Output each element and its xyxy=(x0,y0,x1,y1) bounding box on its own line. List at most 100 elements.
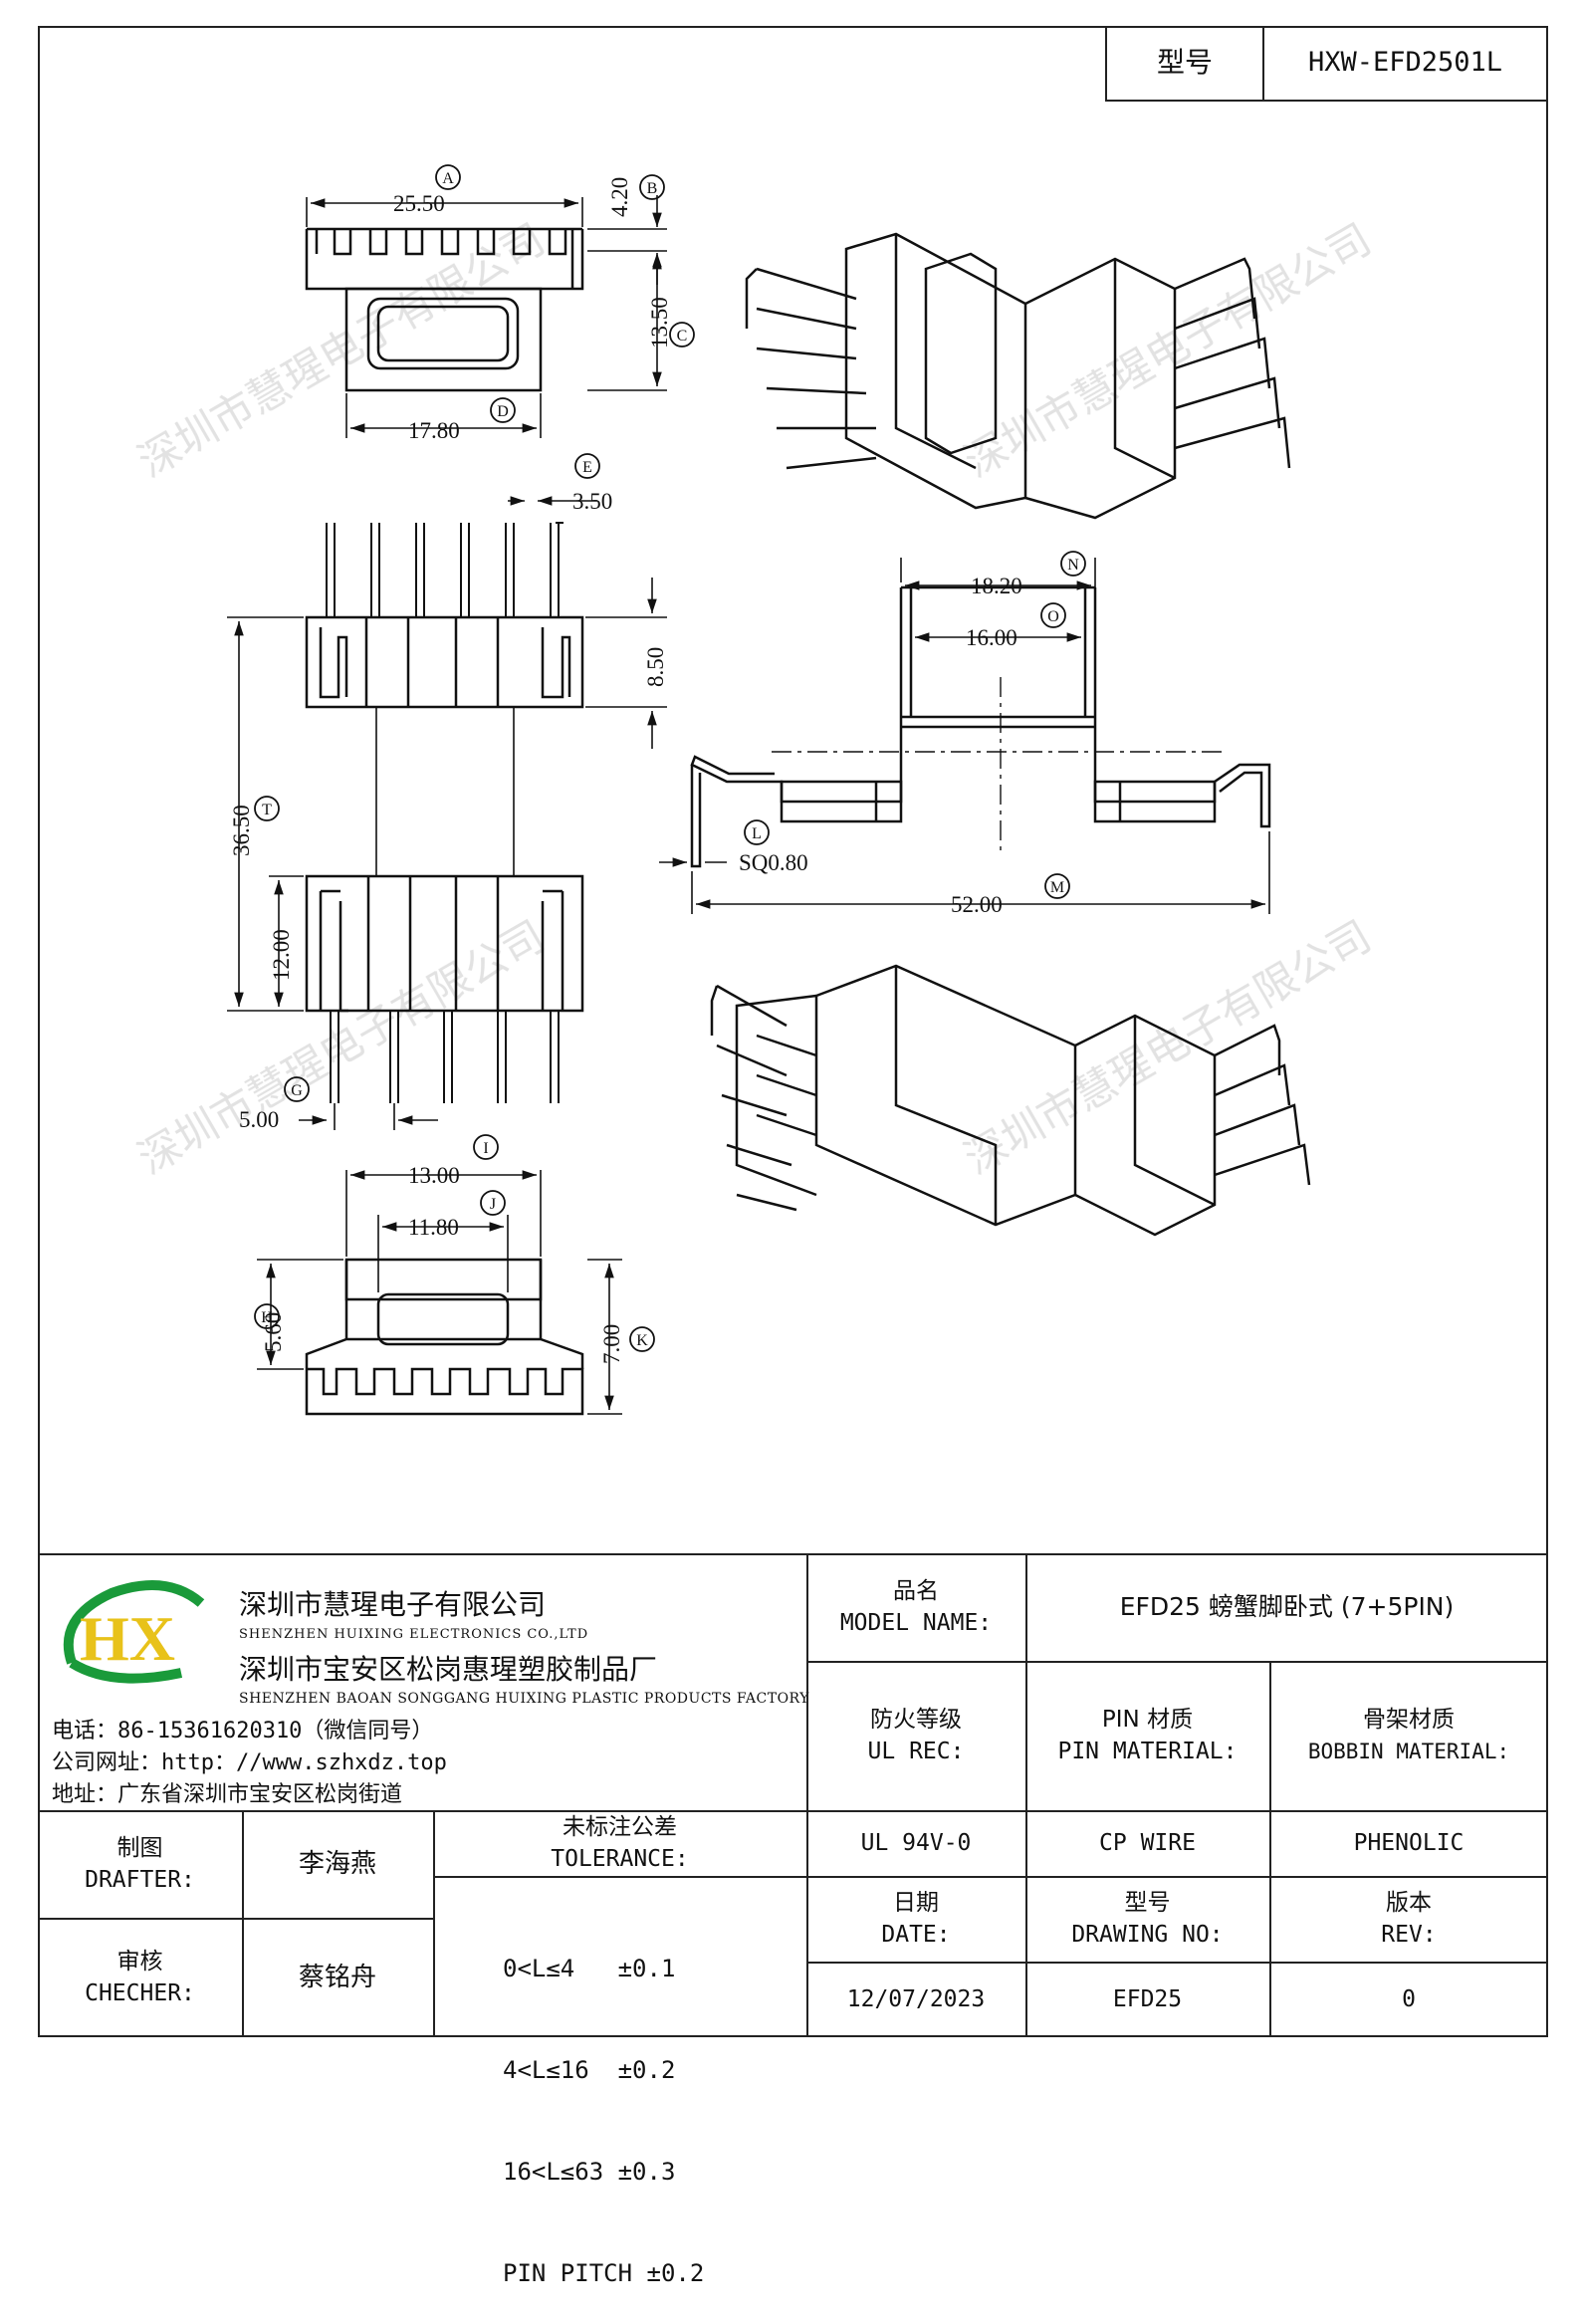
view-side xyxy=(305,1258,584,1416)
ref-G: G xyxy=(291,1082,303,1099)
model-name-label: 品名 MODEL NAME: xyxy=(806,1553,1025,1661)
dim-C-value: 13.50 xyxy=(647,297,672,349)
factory-name-cn: 深圳市宝安区松岗惠瑆塑胶制品厂 xyxy=(239,1653,658,1686)
dim-E-value: 3.50 xyxy=(572,489,612,514)
pin-material-label-cn: PIN 材质 xyxy=(1101,1707,1194,1733)
grid-h-1926 xyxy=(38,1918,433,1920)
fire-rating-label: 防火等级 UL REC: xyxy=(806,1661,1025,1810)
tolerance-table: 0<L≤4 ±0.1 4<L≤16 ±0.2 16<L≤63 ±0.3 PIN … xyxy=(503,1884,704,2324)
model-header-box: 型号 HXW-EFD2501L xyxy=(1105,26,1548,102)
company-address: 地址：广东省深圳市宝安区松岗街道 xyxy=(52,1782,403,1807)
technical-drawing: 深圳市慧瑆电子有限公司 深圳市慧瑆电子有限公司 深圳市慧瑆电子有限公司 深圳市慧… xyxy=(131,164,1380,1416)
ref-T: T xyxy=(262,802,272,818)
drawing-no-label-en: DRAWING NO: xyxy=(1071,1922,1224,1948)
tolerance-label-en: TOLERANCE: xyxy=(551,1846,689,1872)
ref-J: J xyxy=(490,1196,496,1213)
company-phone: 电话：86-15361620310（微信同号） xyxy=(52,1719,434,1743)
model-label: 型号 xyxy=(1107,26,1264,100)
rev-label: 版本 REV: xyxy=(1269,1876,1548,1962)
grid-v-435 xyxy=(433,1810,435,2037)
watermark-3: 深圳市慧瑆电子有限公司 xyxy=(131,913,554,1184)
tolerance-line-3: 16<L≤63 ±0.3 xyxy=(503,2158,676,2186)
title-block-top-border xyxy=(38,1553,1548,1555)
dim-O-value: 16.00 xyxy=(966,625,1017,650)
grid-v-243 xyxy=(242,1810,244,2037)
dim-A-value: 25.50 xyxy=(393,191,445,216)
dim-I-value: 13.00 xyxy=(408,1163,460,1188)
ref-C: C xyxy=(677,328,688,345)
date-label-en: DATE: xyxy=(881,1922,951,1948)
dim-U-value: 12.00 xyxy=(269,929,294,981)
checker-label-en: CHECHER: xyxy=(85,1980,195,2006)
dim-B-value: 4.20 xyxy=(607,177,632,217)
grid-v-810 xyxy=(806,1553,808,2037)
drafter-label-en: DRAFTER: xyxy=(85,1867,195,1893)
bobbin-material-label-cn: 骨架材质 xyxy=(1363,1707,1455,1733)
factory-name-en: SHENZHEN BAOAN SONGGANG HUIXING PLASTIC … xyxy=(239,1691,809,1707)
date-label: 日期 DATE: xyxy=(806,1876,1025,1962)
tolerance-label-cn: 未标注公差 xyxy=(563,1814,677,1840)
dim-H-value: 5.60 xyxy=(261,1312,286,1352)
grid-v-1275 xyxy=(1269,1661,1271,2037)
drawing-no-label: 型号 DRAWING NO: xyxy=(1025,1876,1269,1962)
ref-B: B xyxy=(647,180,658,197)
pin-material-label-en: PIN MATERIAL: xyxy=(1057,1739,1238,1764)
ref-I: I xyxy=(483,1140,488,1157)
dim-M-value: 52.00 xyxy=(951,892,1003,917)
bobbin-material-label-en: BOBBIN MATERIAL: xyxy=(1307,1740,1510,1763)
model-name-label-en: MODEL NAME: xyxy=(839,1610,993,1636)
fire-rating-label-en: UL REC: xyxy=(867,1739,965,1764)
watermark-2: 深圳市慧瑆电子有限公司 xyxy=(958,216,1380,487)
ref-E: E xyxy=(582,459,592,476)
model-name-label-cn: 品名 xyxy=(893,1578,939,1604)
ref-L: L xyxy=(752,825,762,842)
view-front xyxy=(305,522,584,1103)
ref-H: H xyxy=(261,1309,273,1326)
dim-D-value: 17.80 xyxy=(408,418,460,443)
dim-G-value: 5.00 xyxy=(239,1107,279,1132)
iso-view-top xyxy=(745,232,1291,520)
fire-rating-label-cn: 防火等级 xyxy=(870,1707,962,1733)
company-logo: HX xyxy=(52,1578,221,1688)
tolerance-line-4: PIN PITCH ±0.2 xyxy=(503,2259,705,2287)
grid-h-1668 xyxy=(806,1661,1548,1663)
watermark-4: 深圳市慧瑆电子有限公司 xyxy=(958,913,1380,1184)
drafter-label-cn: 制图 xyxy=(116,1835,163,1861)
dim-F-value: 8.50 xyxy=(643,647,668,687)
fire-rating-value: UL 94V-0 xyxy=(860,1830,972,1856)
company-name-cn: 深圳市慧瑆电子有限公司 xyxy=(239,1588,547,1621)
ref-A: A xyxy=(442,170,454,187)
pin-material-value: CP WIRE xyxy=(1099,1830,1196,1856)
rev-label-en: REV: xyxy=(1381,1922,1437,1948)
date-value: 12/07/2023 xyxy=(846,1986,986,2012)
checker-value: 蔡铭舟 xyxy=(298,1963,376,1992)
grid-h-1884 xyxy=(433,1876,1548,1878)
dim-J-value: 11.80 xyxy=(408,1215,459,1240)
dim-L-value: SQ0.80 xyxy=(739,850,808,875)
dim-T-value: 36.50 xyxy=(229,805,254,856)
rev-value: 0 xyxy=(1402,1986,1416,2012)
iso-view-bottom xyxy=(710,964,1311,1237)
watermark-1: 深圳市慧瑆电子有限公司 xyxy=(131,216,554,487)
dim-K-value: 7.00 xyxy=(599,1324,624,1364)
checker-label: 审核 CHECHER: xyxy=(38,1918,242,2037)
model-value: HXW-EFD2501L xyxy=(1307,47,1503,78)
tolerance-label: 未标注公差 TOLERANCE: xyxy=(433,1810,806,1876)
grid-v-1030 xyxy=(1025,1553,1027,2037)
logo-text: HX xyxy=(80,1603,175,1674)
tolerance-line-2: 4<L≤16 ±0.2 xyxy=(503,2056,676,2084)
date-label-cn: 日期 xyxy=(893,1890,939,1916)
company-website: 公司网址：http：//www.szhxdz.top xyxy=(52,1750,447,1775)
grid-h-1818 xyxy=(38,1810,1548,1812)
ref-M: M xyxy=(1050,879,1064,896)
checker-label-cn: 审核 xyxy=(116,1949,163,1975)
rev-label-cn: 版本 xyxy=(1386,1890,1432,1916)
model-name-value: EFD25 螃蟹脚卧式 (7+5PIN) xyxy=(1119,1592,1455,1621)
ref-O: O xyxy=(1047,608,1059,625)
drawing-frame xyxy=(38,26,1548,2037)
bobbin-material-value: PHENOLIC xyxy=(1353,1830,1465,1856)
ref-N: N xyxy=(1067,557,1079,574)
company-name-en: SHENZHEN HUIXING ELECTRONICS CO.,LTD xyxy=(239,1627,589,1642)
pin-material-label: PIN 材质 PIN MATERIAL: xyxy=(1025,1661,1269,1810)
dim-N-value: 18.20 xyxy=(971,574,1022,598)
